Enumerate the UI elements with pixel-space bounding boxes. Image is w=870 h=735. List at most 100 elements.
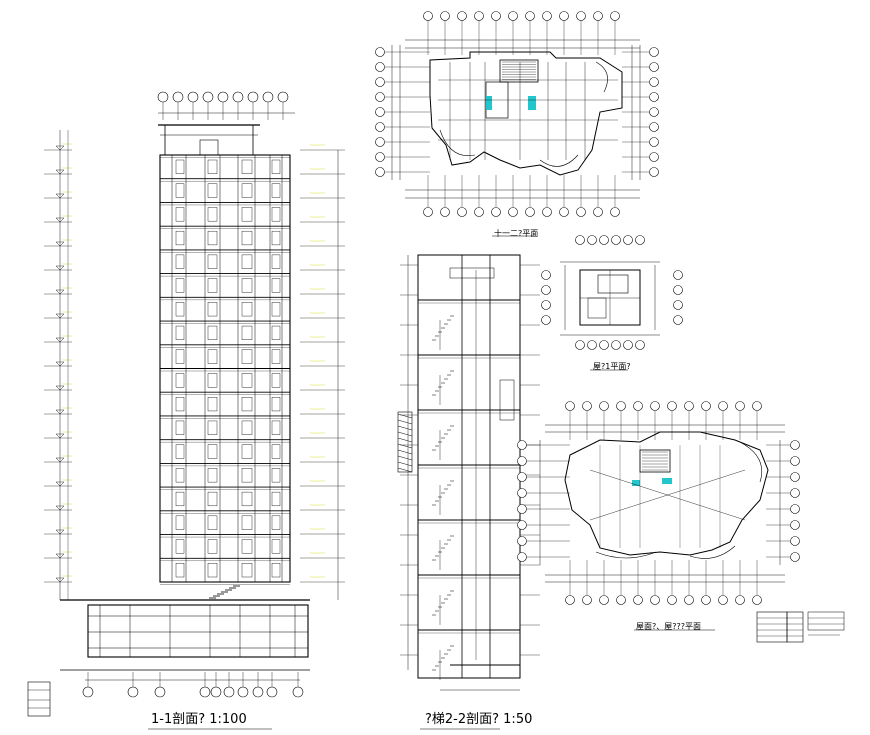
axis-bubble [541, 270, 551, 280]
window-opening [241, 349, 253, 364]
window-opening [241, 278, 253, 293]
axis-bubble [599, 340, 609, 350]
axis-bubble [673, 270, 683, 280]
axis-bubble [611, 235, 621, 245]
hatch [397, 437, 413, 443]
axis-bubble [508, 207, 518, 217]
typical-floor-plan-drawing [375, 11, 659, 237]
window-opening [175, 183, 185, 198]
window-opening [241, 444, 253, 459]
axis-bubble [667, 595, 677, 605]
axis-bubble [154, 686, 166, 698]
title-block-left [756, 611, 788, 643]
window-opening [271, 444, 281, 459]
axis-bubble [718, 401, 728, 411]
axis-bubble [701, 401, 711, 411]
axis-bubble [582, 595, 592, 605]
axis-bubble [649, 137, 659, 147]
window-opening [207, 397, 218, 412]
axis-bubble [237, 686, 249, 698]
axis-bubble [599, 235, 609, 245]
hatch [397, 443, 413, 449]
axis-bubble [517, 472, 527, 482]
axis-bubble [517, 440, 527, 450]
axis-bubble [673, 285, 683, 295]
balcony-arc [739, 441, 763, 483]
machine-room [587, 297, 607, 319]
axis-bubble [375, 62, 385, 72]
axis-bubble [593, 207, 603, 217]
axis-bubble [649, 47, 659, 57]
axis-bubble [611, 340, 621, 350]
bay-window-arc [439, 129, 476, 157]
window-opening [241, 159, 253, 174]
window-opening [175, 325, 185, 340]
cyan-fixture [662, 478, 672, 484]
axis-bubble [735, 401, 745, 411]
window-opening [175, 302, 185, 317]
axis-bubble [649, 152, 659, 162]
window-opening [207, 373, 218, 388]
axis-bubble [457, 11, 467, 21]
axis-bubble [375, 137, 385, 147]
window-opening [241, 254, 253, 269]
legend-box [27, 681, 51, 717]
window-opening [271, 159, 281, 174]
axis-bubble [508, 11, 518, 21]
axis-bubble [172, 91, 184, 103]
window-opening [271, 515, 281, 530]
window-opening [175, 491, 185, 507]
balcony-arc [595, 551, 657, 559]
title-block-mid [786, 611, 804, 643]
axis-bubble [616, 401, 626, 411]
axis-bubble [375, 152, 385, 162]
axis-bubble [525, 11, 535, 21]
axis-bubble [582, 401, 592, 411]
window-opening [271, 563, 281, 578]
window-opening [241, 302, 253, 317]
axis-bubble [440, 207, 450, 217]
window-opening [241, 373, 253, 388]
hatch [397, 413, 413, 419]
window-opening [207, 349, 218, 364]
axis-bubble [599, 401, 609, 411]
axis-bubble [635, 235, 645, 245]
axis-bubble [375, 122, 385, 132]
section-1-caption: 1-1剖面? 1:100 [151, 712, 247, 727]
axis-bubble [375, 107, 385, 117]
axis-bubble [790, 504, 800, 514]
window-opening [175, 207, 185, 222]
section-2-caption: ?梯2-2剖面? 1:50 [425, 712, 533, 727]
window-opening [241, 230, 253, 246]
axis-bubble [610, 207, 620, 217]
window-opening [271, 349, 281, 364]
axis-bubble [701, 595, 711, 605]
podium-outline [87, 604, 309, 658]
window-opening [241, 420, 253, 435]
window-opening [175, 539, 185, 554]
window-opening [241, 207, 253, 222]
axis-bubble [517, 552, 527, 562]
hatched-wall [397, 411, 413, 473]
roof-plan-outline [564, 431, 769, 556]
window-opening [241, 491, 253, 507]
window-opening [175, 563, 185, 578]
window-opening [175, 254, 185, 269]
axis-bubble [565, 595, 575, 605]
window-opening [207, 278, 218, 293]
window-opening [207, 183, 218, 198]
hatch [397, 455, 413, 461]
hatch [397, 449, 413, 455]
window-opening [241, 468, 253, 483]
axis-bubble [667, 401, 677, 411]
window-opening [271, 207, 281, 222]
axis-bubble [649, 92, 659, 102]
axis-bubble [599, 595, 609, 605]
window-opening [175, 349, 185, 364]
drainage-slope [589, 469, 746, 521]
window-opening [241, 563, 253, 578]
axis-bubble [610, 11, 620, 21]
small-roof-plan-drawing [541, 235, 683, 371]
axis-bubble [635, 340, 645, 350]
window-opening [175, 159, 185, 174]
